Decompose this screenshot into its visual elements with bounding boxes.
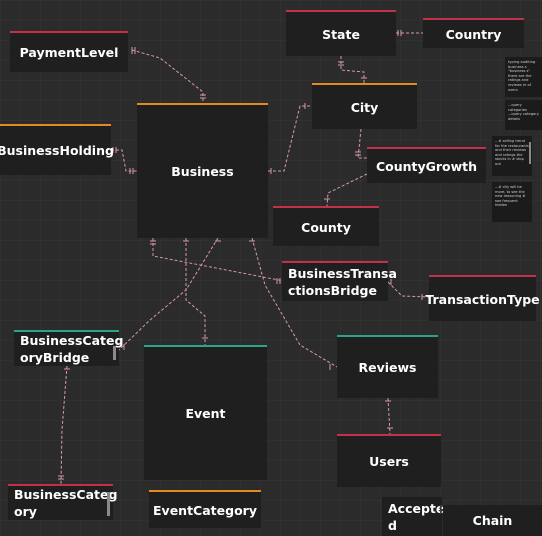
connector-line — [268, 105, 312, 172]
entity-label: CountyGrowth — [375, 158, 478, 174]
entity-business-category-bridge[interactable]: BusinessCateg oryBridge — [14, 330, 123, 366]
note-text: ...# selling trend for the restaurants a… — [495, 139, 529, 166]
entity-accepted[interactable]: Accepte d — [382, 495, 445, 536]
entity-business[interactable]: Business — [137, 103, 268, 238]
entity-label: BusinessCateg oryBridge — [20, 333, 124, 365]
entity-label: BusinessHolding — [0, 143, 114, 158]
entity-event-category[interactable]: EventCategory — [149, 490, 261, 528]
entity-label: BusinessCateg ory — [14, 487, 118, 519]
connector-line — [387, 397, 391, 435]
entity-label: State — [322, 26, 360, 42]
note-text: ...query categories ...query category de… — [508, 103, 539, 121]
entity-label: Accepte d — [388, 500, 445, 533]
entity-business-transactions-bridge[interactable]: BusinessTransa ctionsBridge — [282, 261, 397, 301]
entity-label: Event — [185, 406, 226, 421]
entity-label: BusinessTransa ctionsBridge — [288, 266, 397, 298]
connector-line — [185, 238, 206, 345]
entity-label: Country — [445, 26, 502, 42]
note-card[interactable]: ...# city will be more, to see the new r… — [492, 182, 532, 222]
entity-label: County — [301, 219, 351, 235]
entity-city[interactable]: City — [312, 83, 417, 129]
scrollbar[interactable] — [529, 142, 531, 164]
entity-label: Chain — [472, 513, 513, 528]
entity-reviews[interactable]: Reviews — [337, 335, 438, 398]
note-card[interactable]: ...query categories ...query category de… — [505, 100, 542, 130]
entity-chain[interactable]: Chain — [443, 505, 542, 536]
entity-label: PaymentLevel — [19, 45, 119, 60]
connector-line — [326, 173, 368, 207]
note-card[interactable]: ...# selling trend for the restaurants a… — [492, 136, 532, 176]
entity-label: City — [350, 99, 379, 115]
entity-label: Business — [171, 164, 234, 179]
entity-county-growth[interactable]: CountyGrowth — [367, 147, 486, 183]
connector-line — [131, 49, 204, 103]
entity-label: Reviews — [358, 360, 417, 375]
connector-line — [111, 149, 137, 172]
entity-users[interactable]: Users — [337, 434, 441, 487]
entity-event[interactable]: Event — [144, 345, 267, 480]
entity-county[interactable]: County — [273, 206, 379, 246]
entity-label: TransactionType — [425, 291, 540, 307]
entity-label: EventCategory — [153, 502, 257, 518]
note-card[interactable]: typing auditing business s "business s" … — [505, 57, 542, 97]
connector-line — [152, 238, 285, 282]
note-text: ...# city will be more, to see the new r… — [495, 185, 526, 208]
entity-payment-level[interactable]: PaymentLevel — [10, 31, 128, 72]
scrollbar[interactable] — [113, 346, 116, 360]
note-text: typing auditing business s "business s" … — [508, 60, 536, 92]
entity-state[interactable]: State — [286, 10, 396, 56]
scrollbar[interactable] — [107, 492, 110, 516]
connector-line — [340, 56, 365, 83]
entity-business-category[interactable]: BusinessCateg ory — [8, 484, 117, 520]
connector-line — [118, 237, 219, 351]
connector-line — [357, 128, 367, 159]
entity-label: Users — [369, 454, 409, 469]
connector-line — [60, 365, 68, 485]
entity-business-holding[interactable]: BusinessHolding — [0, 124, 114, 175]
entity-country[interactable]: Country — [423, 18, 524, 48]
entity-transaction-type[interactable]: TransactionType — [425, 275, 540, 321]
connector-line — [387, 281, 430, 298]
